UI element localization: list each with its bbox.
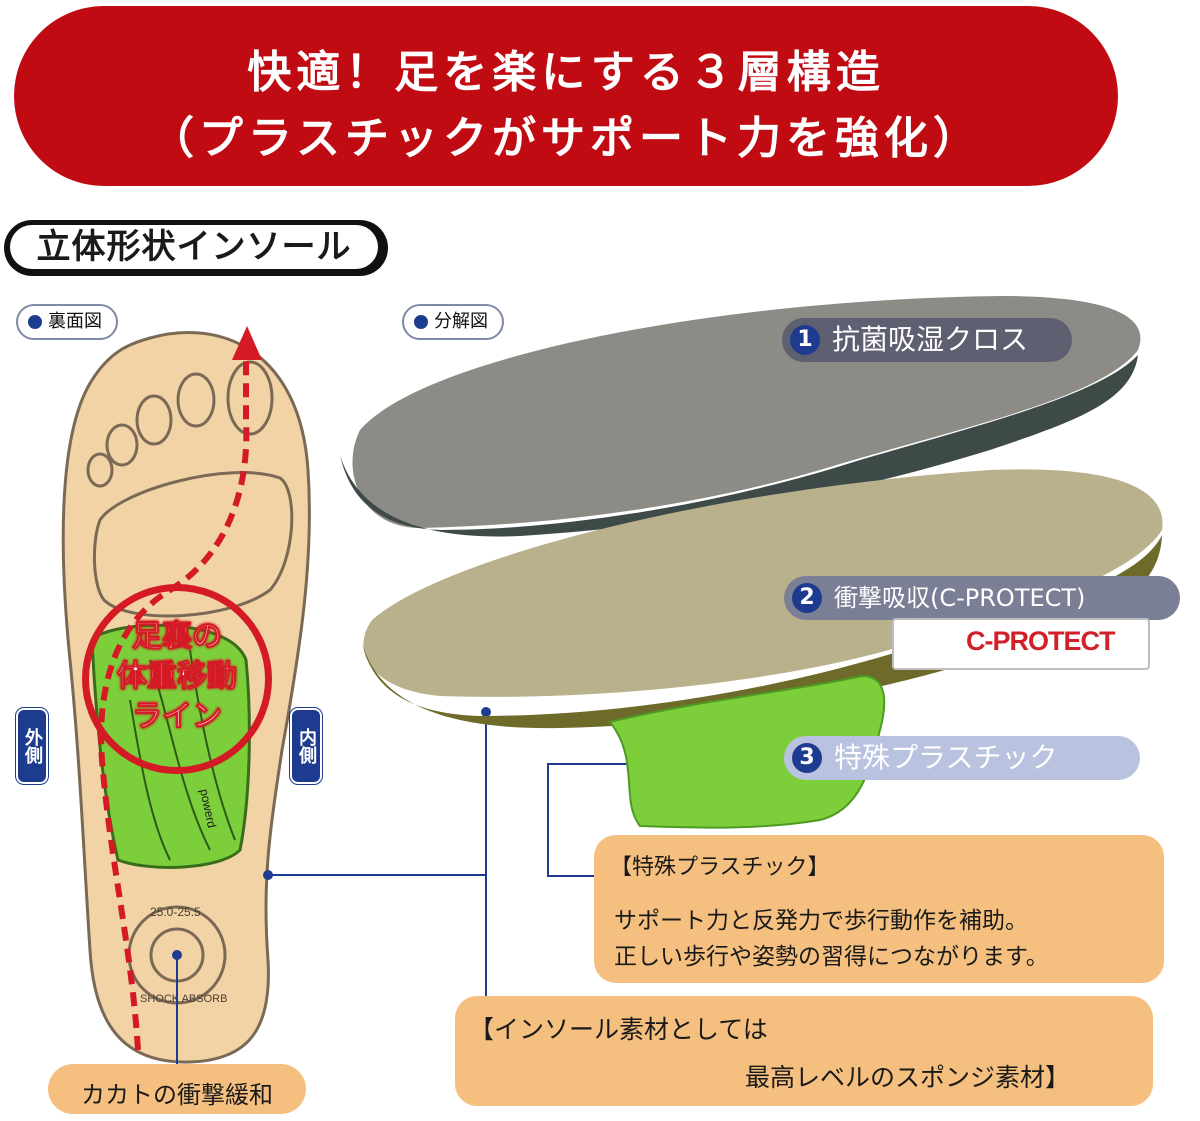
toe-icon xyxy=(105,423,139,467)
number-2-icon: 2 xyxy=(792,583,822,613)
heel-info-box: カカトの衝撃緩和 xyxy=(48,1064,306,1114)
bullet-icon xyxy=(414,315,428,329)
bullet-icon xyxy=(28,315,42,329)
forefoot-pad xyxy=(92,471,294,618)
shock-mark: SHOCK ABSORB xyxy=(140,993,227,1005)
back-view-label: 裏面図 xyxy=(16,304,118,340)
layer-3-label: 3 特殊プラスチック xyxy=(784,736,1140,780)
sponge-info-line2: 最高レベルのスポンジ素材】 xyxy=(745,1063,1071,1092)
cprotect-logo: C-PROTECT xyxy=(892,618,1150,670)
layer-plastic xyxy=(608,674,886,829)
plastic-info-box: 【特殊プラスチック】 サポート力と反発力で歩行動作を補助。 正しい歩行や姿勢の習… xyxy=(594,835,1164,983)
sponge-info-box: 【インソール素材としては 最高レベルのスポンジ素材】 xyxy=(455,996,1153,1106)
connector-lines xyxy=(176,707,661,1064)
title-banner: 快適！足を楽にする３層構造 （プラスチックがサポート力を強化） xyxy=(14,6,1118,186)
plastic-info-line1: サポート力と反発力で歩行動作を補助。 xyxy=(614,908,1028,934)
toe-icon xyxy=(226,360,274,436)
plastic-info-line2: 正しい歩行や姿勢の習得につながります。 xyxy=(614,944,1049,970)
layer-1-label: 1 抗菌吸湿クロス xyxy=(782,318,1072,362)
weight-shift-callout: 足裏の 体重移動 ライン xyxy=(82,584,272,774)
layer-1-text: 抗菌吸湿クロス xyxy=(832,323,1029,356)
toe-icon xyxy=(176,372,216,428)
plastic-piece xyxy=(608,674,886,829)
toe-icon xyxy=(86,452,114,488)
toe-icon xyxy=(135,394,173,446)
sponge-info-line1: 【インソール素材としては xyxy=(469,1015,768,1044)
banner-title-line1: 快適！足を楽にする３層構造 xyxy=(247,47,885,98)
inner-side-tag: 内側 xyxy=(290,708,322,784)
layer-3-text: 特殊プラスチック xyxy=(834,741,1058,774)
plastic-info-title: 【特殊プラスチック】 xyxy=(610,855,830,880)
number-3-icon: 3 xyxy=(792,743,822,773)
section-heading-text: 立体形状インソール xyxy=(10,225,378,269)
weight-line-3: ライン xyxy=(132,699,223,735)
cprotect-logo-text: C-PROTECT xyxy=(966,626,1115,656)
cloth-side xyxy=(340,355,1138,537)
layer-2-label: 2 衝撃吸収(C-PROTECT) xyxy=(784,576,1180,620)
foam-top xyxy=(363,469,1163,697)
back-view-text: 裏面図 xyxy=(48,311,102,332)
section-heading: 立体形状インソール xyxy=(4,220,388,276)
exploded-view-label: 分解図 xyxy=(402,304,504,340)
outer-side-tag: 外側 xyxy=(16,708,48,784)
exploded-view-text: 分解図 xyxy=(434,311,488,332)
weight-line-1: 足裏の xyxy=(132,619,223,655)
banner-title-line2: （プラスチックがサポート力を強化） xyxy=(149,113,983,164)
size-mark: 25.0-25.5 xyxy=(150,905,201,919)
heel-info-text: カカトの衝撃緩和 xyxy=(81,1081,273,1109)
layer-2-text: 衝撃吸収(C-PROTECT) xyxy=(834,584,1086,612)
arrow-up-icon xyxy=(232,326,262,360)
weight-line-2: 体重移動 xyxy=(117,659,238,695)
number-1-icon: 1 xyxy=(790,325,820,355)
